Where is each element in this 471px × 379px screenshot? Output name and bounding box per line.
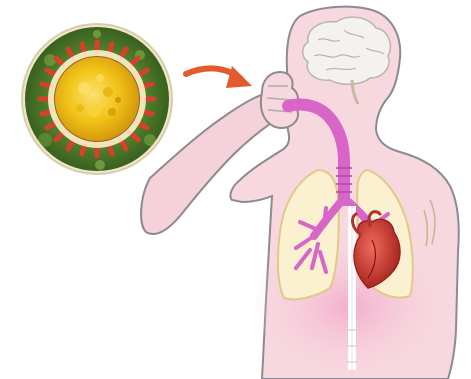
virus-icon xyxy=(22,24,172,174)
arrow-icon xyxy=(186,66,252,88)
